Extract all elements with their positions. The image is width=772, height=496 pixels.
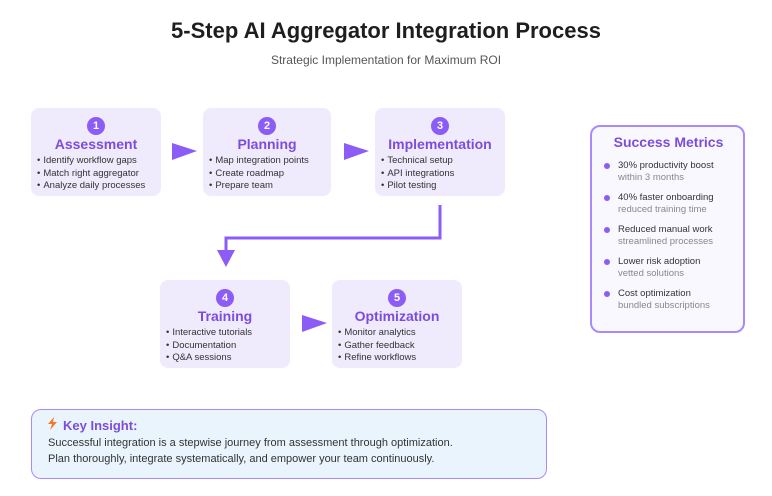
step-item: Technical setup — [381, 155, 499, 168]
arrow-step1-to-step2 — [172, 143, 197, 160]
step-title: Optimization — [354, 308, 440, 324]
insight-heading: Key Insight: — [63, 418, 138, 433]
step-item: Gather feedback — [338, 340, 456, 353]
bullet-dot-icon — [604, 227, 610, 233]
insight-heading-row: Key Insight: — [48, 417, 546, 433]
metric-item: Reduced manual work streamlined processe… — [604, 224, 733, 247]
step-training: 4 Training Interactive tutorials Documen… — [160, 280, 290, 368]
step-title: Implementation — [388, 136, 492, 152]
step-title: Training — [197, 308, 253, 324]
step-item: Map integration points — [209, 155, 325, 168]
arrow-step3-to-step4-head — [217, 250, 235, 267]
step-item: Documentation — [166, 340, 284, 353]
step-item: Monitor analytics — [338, 327, 456, 340]
step-item: Match right aggregator — [37, 168, 155, 181]
insight-line: Plan thoroughly, integrate systematicall… — [48, 453, 435, 465]
step-number-badge: 4 — [216, 289, 234, 307]
step-item: Refine workflows — [338, 352, 456, 365]
metric-sub: bundled subscriptions — [618, 299, 710, 311]
key-insight-box: Key Insight: Successful integration is a… — [31, 409, 547, 479]
step-planning: 2 Planning Map integration points Create… — [203, 108, 331, 196]
metric-main: Cost optimization — [618, 288, 691, 299]
metric-main: Reduced manual work — [618, 224, 713, 235]
step-assessment: 1 Assessment Identify workflow gaps Matc… — [31, 108, 161, 196]
bullet-dot-icon — [604, 163, 610, 169]
metric-item: Lower risk adoption vetted solutions — [604, 256, 733, 279]
step-number-badge: 2 — [258, 117, 276, 135]
step-item: Analyze daily processes — [37, 180, 155, 193]
arrow-step3-to-step4 — [224, 205, 442, 258]
lightning-bolt-icon — [48, 417, 57, 433]
step-number-badge: 1 — [87, 117, 105, 135]
metrics-title: Success Metrics — [613, 134, 724, 150]
success-metrics-panel: Success Metrics 30% productivity boost w… — [590, 125, 745, 333]
arrow-step2-to-step3 — [344, 143, 369, 160]
arrow-step4-to-step5 — [302, 315, 327, 332]
metric-sub: within 3 months — [618, 171, 685, 183]
step-number-badge: 5 — [388, 289, 406, 307]
metric-item: 30% productivity boost within 3 months — [604, 160, 733, 183]
page-subtitle: Strategic Implementation for Maximum ROI — [270, 53, 502, 67]
metric-item: 40% faster onboarding reduced training t… — [604, 192, 733, 215]
metric-sub: vetted solutions — [618, 267, 685, 279]
step-item: Create roadmap — [209, 168, 325, 181]
step-item: Q&A sessions — [166, 352, 284, 365]
step-item: Prepare team — [209, 180, 325, 193]
step-title: Assessment — [54, 136, 138, 152]
bullet-dot-icon — [604, 195, 610, 201]
page-title: 5-Step AI Aggregator Integration Process — [171, 18, 601, 43]
insight-line: Successful integration is a stepwise jou… — [48, 437, 453, 449]
step-number-badge: 3 — [431, 117, 449, 135]
metric-sub: streamlined processes — [618, 235, 714, 247]
metric-main: 30% productivity boost — [618, 160, 714, 171]
step-optimization: 5 Optimization Monitor analytics Gather … — [332, 280, 462, 368]
step-item: API integrations — [381, 168, 499, 181]
metric-item: Cost optimization bundled subscriptions — [604, 288, 733, 311]
bullet-dot-icon — [604, 291, 610, 297]
metric-main: 40% faster onboarding — [618, 192, 714, 203]
bullet-dot-icon — [604, 259, 610, 265]
metric-sub: reduced training time — [618, 203, 707, 215]
step-item: Pilot testing — [381, 180, 499, 193]
step-item: Interactive tutorials — [166, 327, 284, 340]
metric-main: Lower risk adoption — [618, 256, 701, 267]
step-implementation: 3 Implementation Technical setup API int… — [375, 108, 505, 196]
step-item: Identify workflow gaps — [37, 155, 155, 168]
step-title: Planning — [237, 136, 297, 152]
